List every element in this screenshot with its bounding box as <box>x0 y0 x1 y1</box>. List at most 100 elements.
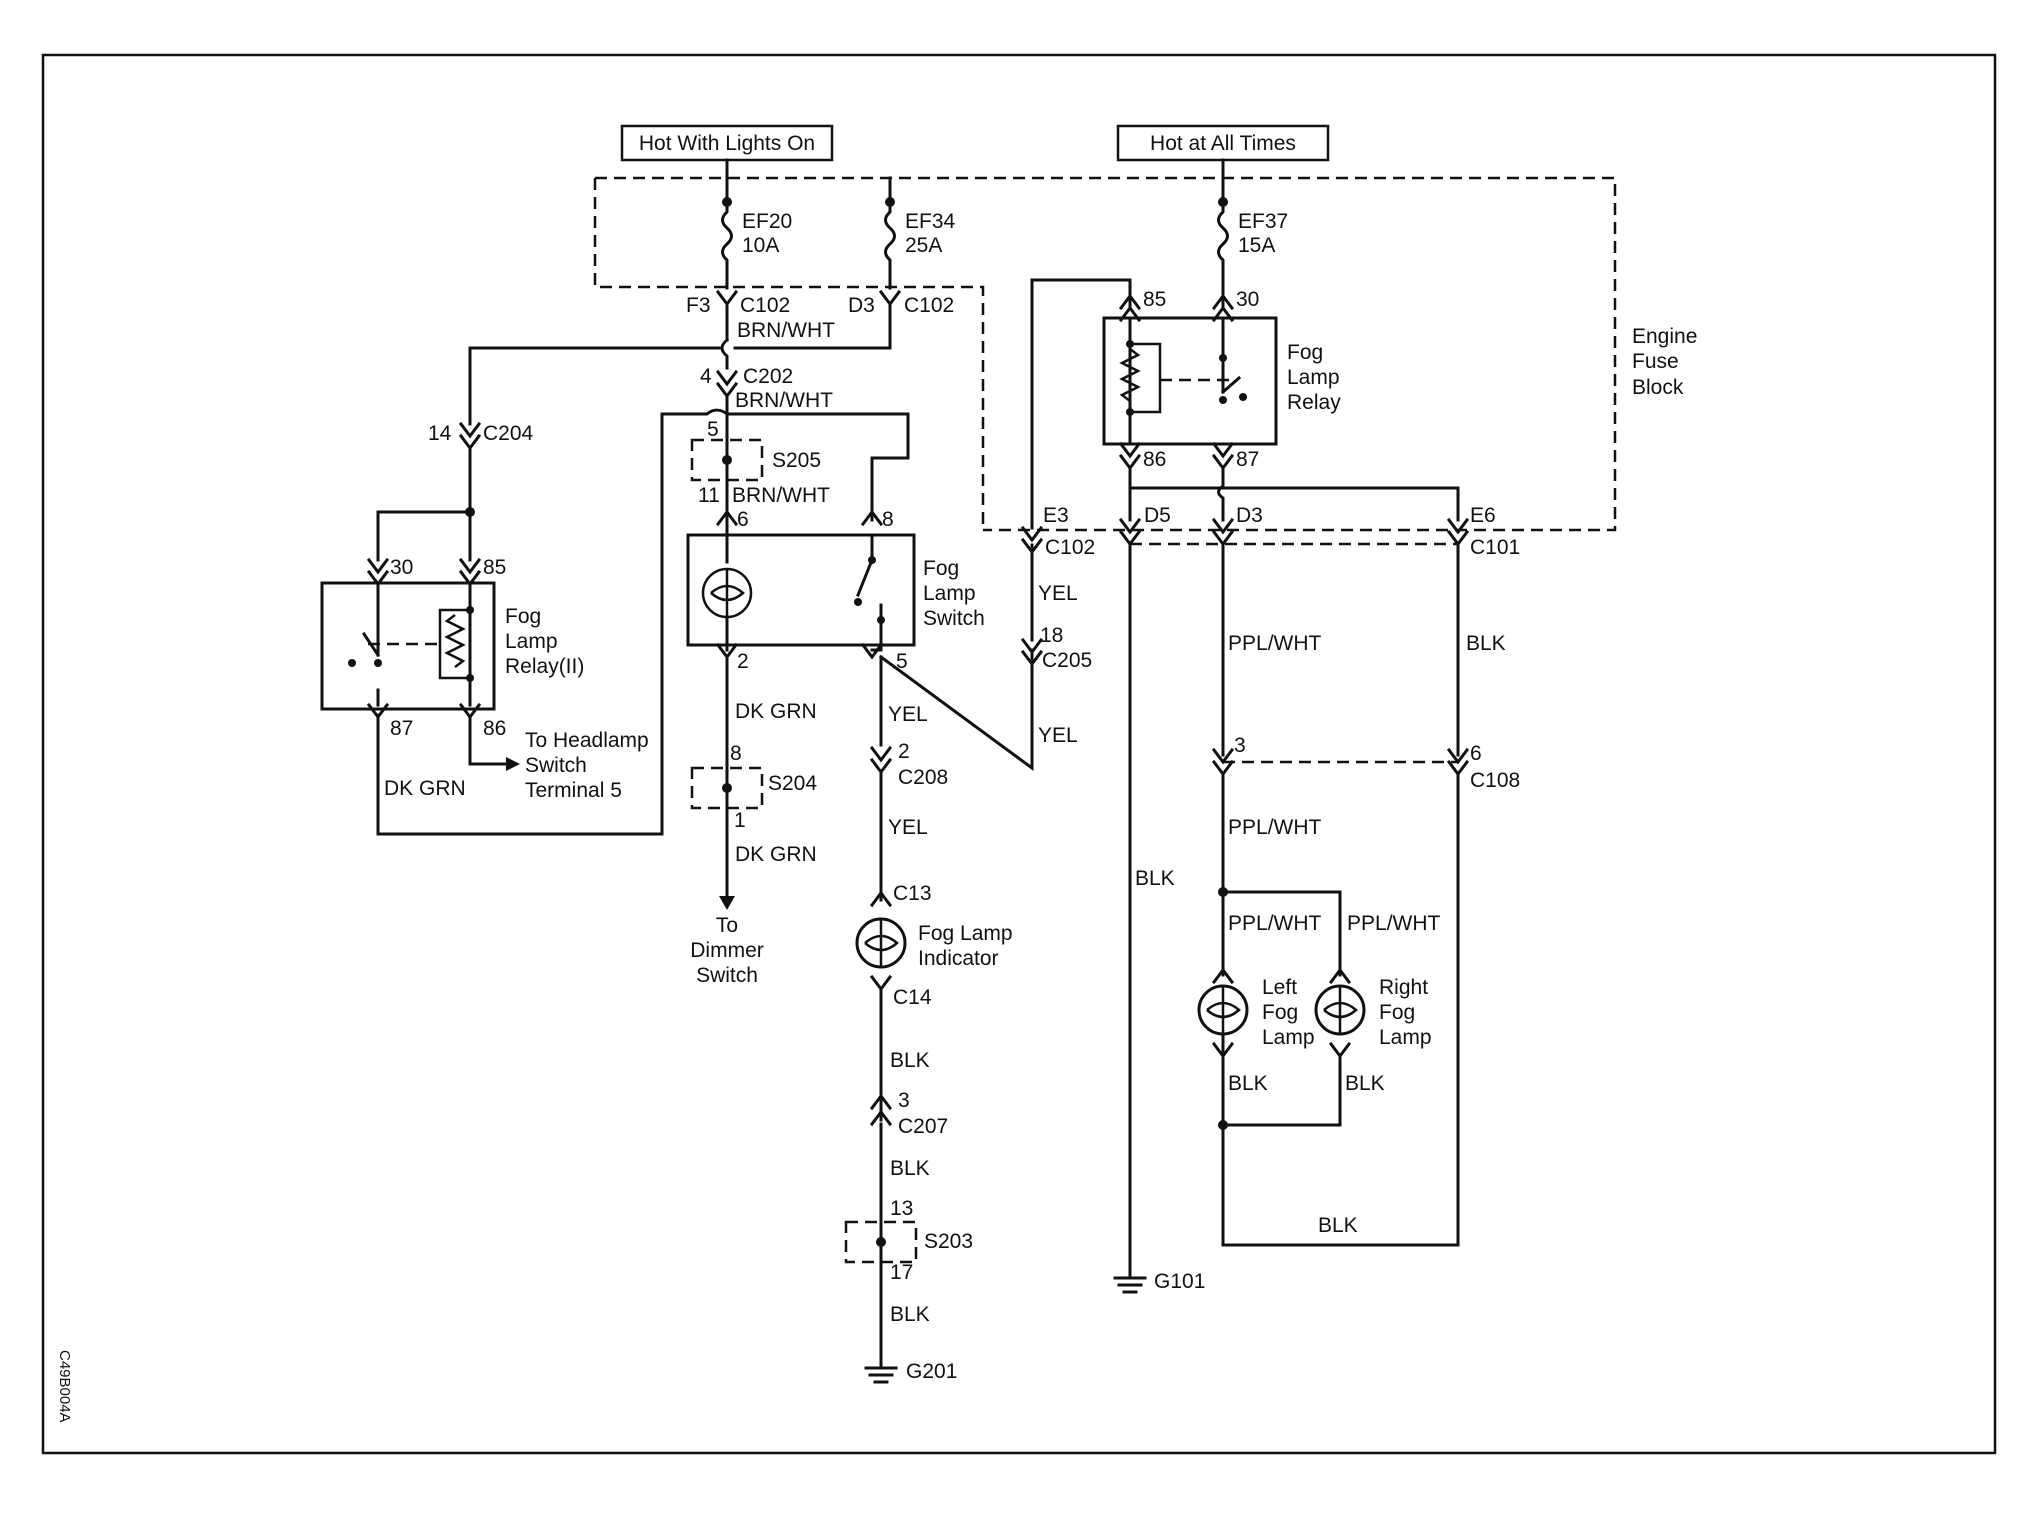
c14-label: C14 <box>893 986 932 1009</box>
wire-to-c204 <box>468 346 721 426</box>
wire-blk-3: BLK <box>890 1303 930 1326</box>
c205-label: C205 <box>1042 649 1092 672</box>
c204-label: C204 <box>483 422 534 445</box>
relay-pin-87: 87 <box>1236 448 1259 471</box>
c207-pin-3: 3 <box>898 1089 910 1112</box>
switch-pin-8: 8 <box>882 508 894 531</box>
right-lamp-label-2: Fog <box>1379 1001 1415 1024</box>
wire-blk-1: BLK <box>890 1049 930 1072</box>
switch-pin-5: 5 <box>896 650 908 673</box>
c102-label-1: C102 <box>740 294 790 317</box>
dimmer-label-2: Dimmer <box>690 939 764 962</box>
wire-dk-grn-return <box>376 408 730 836</box>
c102-label-3: C102 <box>1045 536 1095 559</box>
relay2-pin-87: 87 <box>390 717 413 740</box>
relay2-label-1: Fog <box>505 605 541 628</box>
c207-label: C207 <box>898 1115 948 1138</box>
dimmer-arrow-icon <box>719 896 735 910</box>
c101-label: C101 <box>1470 536 1520 559</box>
s204-pin-8: 8 <box>730 742 742 765</box>
right-lamp-label-1: Right <box>1379 976 1428 999</box>
wire-blk-6: BLK <box>1228 1072 1268 1095</box>
relay-label-1: Fog <box>1287 341 1323 364</box>
splice-s205 <box>690 438 764 482</box>
c102-e3-connector-symbol <box>1020 525 1044 555</box>
dimmer-label-1: To <box>716 914 738 937</box>
wire-brn-wht-trunk <box>725 302 892 350</box>
wire-yel-from-switch <box>878 654 1034 771</box>
pin-4: 4 <box>700 365 712 388</box>
relay2-pin-85: 85 <box>483 556 506 579</box>
pin-e3: E3 <box>1043 504 1069 527</box>
switch-label-1: Fog <box>923 557 959 580</box>
left-fog-lamp: Left Fog Lamp <box>1197 967 1315 1127</box>
diagram-id: C49B004A <box>56 1350 73 1423</box>
pin-e6: E6 <box>1470 504 1496 527</box>
wire-ppl-wht-3: PPL/WHT <box>1228 912 1322 935</box>
ef37-rating: 15A <box>1238 234 1275 257</box>
s205-label: S205 <box>772 449 821 472</box>
ground-g201-icon: G201 <box>864 1360 957 1384</box>
wire-yel-1: YEL <box>888 703 928 726</box>
power-feed-lights <box>725 158 892 180</box>
pin-d3: D3 <box>848 294 875 317</box>
s203-pin-17: 17 <box>890 1261 913 1284</box>
right-fog-lamp: Right Fog Lamp <box>1221 967 1432 1127</box>
wire-yel-3: YEL <box>1038 724 1078 747</box>
relay-label-3: Relay <box>1287 391 1341 414</box>
wire-dk-grn-1: DK GRN <box>384 777 466 800</box>
c208-label: C208 <box>898 766 948 789</box>
wire-brn-wht-to-switch8 <box>725 412 910 522</box>
ef20-name: EF20 <box>742 210 792 233</box>
c108-pin-3: 3 <box>1234 734 1246 757</box>
hot-at-all-times-label: Hot at All Times <box>1150 132 1296 155</box>
c208-connector-symbol <box>869 745 893 775</box>
relay-label-2: Lamp <box>1287 366 1340 389</box>
fuse-block-label-2: Fuse <box>1632 350 1679 373</box>
relay-pin-86: 86 <box>1143 448 1166 471</box>
headlamp-label-1: To Headlamp <box>525 729 649 752</box>
c205-connector-symbol <box>1020 637 1044 667</box>
pin-d5: D5 <box>1144 504 1171 527</box>
fuse-block-label-1: Engine <box>1632 325 1697 348</box>
c202-connector-symbol <box>715 369 739 399</box>
c108-label: C108 <box>1470 769 1520 792</box>
s203-pin-13: 13 <box>890 1197 913 1220</box>
headlamp-label-2: Switch <box>525 754 587 777</box>
fuse-ef20: EF20 10A <box>721 176 792 290</box>
wire-ppl-wht-1-label: PPL/WHT <box>1228 632 1322 655</box>
ef34-name: EF34 <box>905 210 956 233</box>
wire-blk-2: BLK <box>890 1157 930 1180</box>
hot-with-lights-on-label: Hot With Lights On <box>639 132 815 155</box>
wire-relay86-to-e6 <box>1128 466 1460 522</box>
diagram-frame <box>41 53 1997 1455</box>
fog-lamp-relay: 85 30 86 87 Fog Lamp Relay <box>1102 288 1341 471</box>
pin-d3-b: D3 <box>1236 504 1263 527</box>
c208-pin-2: 2 <box>898 740 910 763</box>
c205-pin-18: 18 <box>1040 624 1063 647</box>
wire-brn-wht-1: BRN/WHT <box>737 319 835 342</box>
left-lamp-label-3: Lamp <box>1262 1026 1315 1049</box>
indicator-label-2: Indicator <box>918 947 999 970</box>
pin-11: 11 <box>698 484 720 507</box>
wire-blk-5: BLK <box>1466 632 1506 655</box>
wire-dk-grn-3: DK GRN <box>735 843 817 866</box>
hot-with-lights-on-box: Hot With Lights On <box>620 124 834 162</box>
switch-label-2: Lamp <box>923 582 976 605</box>
c108-pin-6: 6 <box>1470 742 1482 765</box>
c204-connector-symbol <box>458 421 482 451</box>
wire-brn-wht-3: BRN/WHT <box>732 484 830 507</box>
wire-dk-grn-2: DK GRN <box>735 700 817 723</box>
relay2-pin-30: 30 <box>390 556 413 579</box>
pin-5: 5 <box>707 418 719 441</box>
pin-14: 14 <box>428 422 452 445</box>
wire-brn-wht-2: BRN/WHT <box>735 389 833 412</box>
splice-s204 <box>690 766 764 810</box>
wire-blk-4: BLK <box>1135 867 1175 890</box>
c102-label-2: C102 <box>904 294 954 317</box>
switch-pin-6: 6 <box>737 508 749 531</box>
wire-yel-2: YEL <box>888 816 928 839</box>
engine-fuse-block-outline <box>593 176 1617 532</box>
c202-label: C202 <box>743 365 793 388</box>
